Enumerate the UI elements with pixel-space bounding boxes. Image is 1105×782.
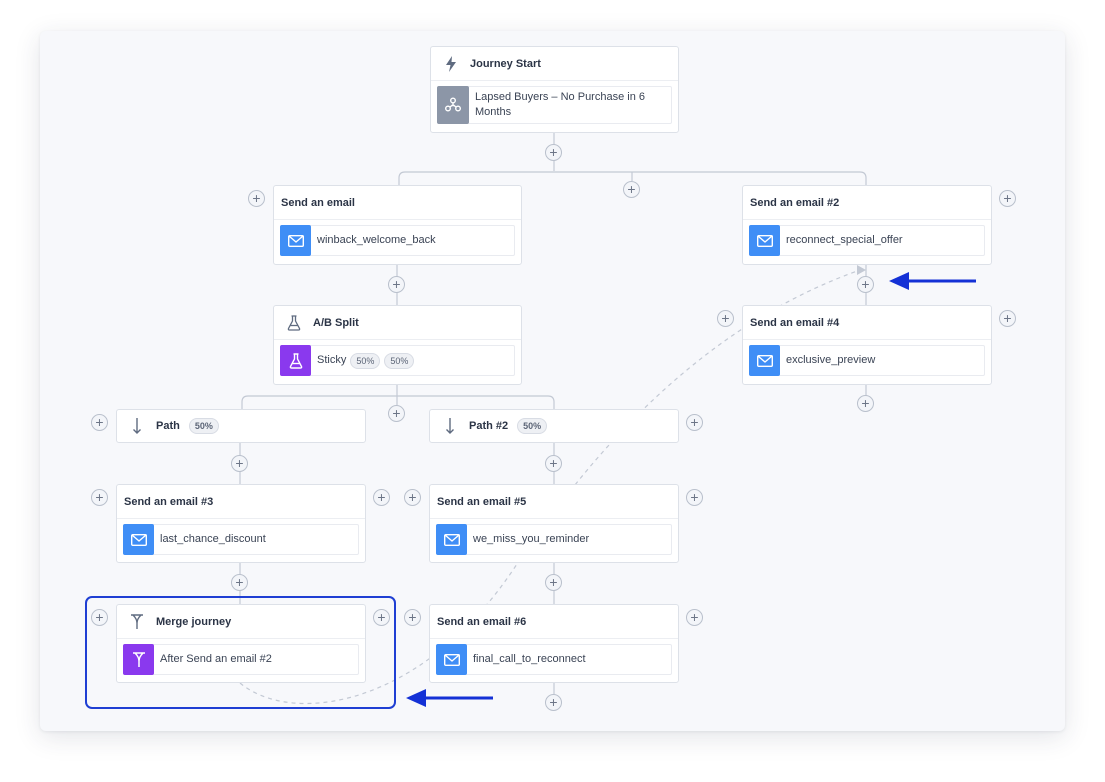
split-percent-b: 50% — [384, 352, 415, 369]
add-step-button[interactable]: + — [91, 489, 108, 506]
lightning-icon — [438, 53, 464, 75]
node-send-email-3[interactable]: Send an email #3 last_chance_discount — [116, 484, 366, 563]
add-step-button[interactable]: + — [231, 574, 248, 591]
envelope-icon — [749, 225, 780, 256]
add-step-button[interactable]: + — [545, 694, 562, 711]
email-template-name: reconnect_special_offer — [786, 234, 903, 246]
node-send-email-5[interactable]: Send an email #5 we_miss_you_reminder — [429, 484, 679, 563]
add-step-button[interactable]: + — [388, 405, 405, 422]
audience-icon — [437, 86, 469, 124]
node-title: Path — [156, 420, 180, 432]
node-ab-split[interactable]: A/B Split Sticky 50% 50% — [273, 305, 522, 385]
node-send-email-6[interactable]: Send an email #6 final_call_to_reconnect — [429, 604, 679, 683]
add-step-button[interactable]: + — [373, 489, 390, 506]
node-title: Path #2 — [469, 420, 509, 432]
add-step-button[interactable]: + — [686, 609, 703, 626]
node-title: A/B Split — [313, 316, 359, 329]
add-step-button[interactable]: + — [545, 455, 562, 472]
email-template-row[interactable]: last_chance_discount — [123, 524, 359, 555]
node-path-1[interactable]: Path 50% — [116, 409, 366, 443]
envelope-icon — [436, 644, 467, 675]
add-step-button[interactable]: + — [91, 609, 108, 626]
flask-icon — [281, 312, 307, 334]
email-template-row[interactable]: exclusive_preview — [749, 345, 985, 376]
node-journey-start[interactable]: Journey Start Lapsed Buyers – No Purchas… — [430, 46, 679, 133]
node-send-email-2[interactable]: Send an email #2 reconnect_special_offer — [742, 185, 992, 265]
split-percent-a: 50% — [350, 352, 381, 369]
merge-target-name: After Send an email #2 — [160, 653, 272, 665]
envelope-icon — [749, 345, 780, 376]
email-template-row[interactable]: final_call_to_reconnect — [436, 644, 672, 675]
node-merge-journey[interactable]: Merge journey After Send an email #2 — [116, 604, 366, 683]
add-step-button[interactable]: + — [404, 609, 421, 626]
add-step-button[interactable]: + — [999, 310, 1016, 327]
node-title: Merge journey — [156, 615, 232, 628]
segment-name: Lapsed Buyers – No Purchase in 6 Months — [475, 91, 645, 118]
merge-icon — [123, 644, 154, 675]
node-title: Send an email #2 — [750, 196, 840, 209]
arrow-down-icon — [124, 415, 150, 437]
add-step-button[interactable]: + — [686, 414, 703, 431]
merge-highlight-box — [85, 596, 396, 709]
add-step-button[interactable]: + — [545, 144, 562, 161]
flask-icon — [280, 345, 311, 376]
segment-row[interactable]: Lapsed Buyers – No Purchase in 6 Months — [437, 86, 672, 124]
add-step-button[interactable]: + — [999, 190, 1016, 207]
envelope-icon — [436, 524, 467, 555]
envelope-icon — [123, 524, 154, 555]
add-step-button[interactable]: + — [857, 395, 874, 412]
node-title: Send an email #6 — [437, 615, 527, 628]
merge-target-row[interactable]: After Send an email #2 — [123, 644, 359, 675]
add-step-button[interactable]: + — [404, 489, 421, 506]
email-template-name: final_call_to_reconnect — [473, 653, 586, 665]
node-title: Journey Start — [470, 57, 541, 70]
node-send-email-4[interactable]: Send an email #4 exclusive_preview — [742, 305, 992, 385]
node-send-email-1[interactable]: Send an email winback_welcome_back — [273, 185, 522, 265]
merge-icon — [124, 611, 150, 633]
envelope-icon — [280, 225, 311, 256]
add-step-button[interactable]: + — [717, 310, 734, 327]
email-template-name: we_miss_you_reminder — [473, 533, 590, 545]
add-step-button[interactable]: + — [248, 190, 265, 207]
node-title: Send an email #4 — [750, 316, 840, 329]
add-step-button[interactable]: + — [686, 489, 703, 506]
add-step-button[interactable]: + — [373, 609, 390, 626]
path-percent: 50% — [188, 418, 219, 434]
node-title: Send an email #5 — [437, 495, 527, 508]
email-template-row[interactable]: reconnect_special_offer — [749, 225, 985, 256]
email-template-name: winback_welcome_back — [317, 234, 436, 246]
node-path-2[interactable]: Path #2 50% — [429, 409, 679, 443]
email-template-name: last_chance_discount — [160, 533, 266, 545]
email-template-row[interactable]: winback_welcome_back — [280, 225, 515, 256]
arrow-down-icon — [437, 415, 463, 437]
add-step-button[interactable]: + — [91, 414, 108, 431]
add-step-button[interactable]: + — [388, 276, 405, 293]
email-template-name: exclusive_preview — [786, 354, 876, 366]
path-percent: 50% — [517, 418, 548, 434]
node-title: Send an email #3 — [124, 495, 214, 508]
add-step-button[interactable]: + — [231, 455, 248, 472]
email-template-row[interactable]: we_miss_you_reminder — [436, 524, 672, 555]
split-type: Sticky — [317, 354, 347, 366]
split-config-row[interactable]: Sticky 50% 50% — [280, 345, 515, 376]
add-step-button[interactable]: + — [623, 181, 640, 198]
node-title: Send an email — [281, 196, 355, 209]
add-step-button[interactable]: + — [545, 574, 562, 591]
add-step-button[interactable]: + — [857, 276, 874, 293]
